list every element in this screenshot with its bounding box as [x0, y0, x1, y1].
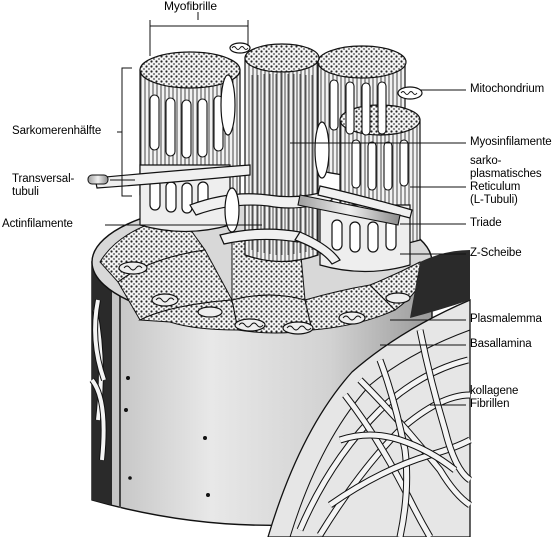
label-transversal-line1: Transversal- [12, 173, 75, 185]
label-kollagene-fibrillen: kollagene Fibrillen [470, 385, 518, 411]
reticulum-network [94, 164, 413, 265]
mitochondria [220, 42, 423, 233]
label-basallamina: Basallamina [470, 338, 532, 350]
label-sarko-line1: sarko- [470, 155, 502, 167]
leader-lines [105, 12, 466, 406]
triade-tube [87, 174, 401, 226]
label-sarko-line3: Reticulum [470, 181, 521, 193]
label-myofibrille: Myofibrille [164, 0, 217, 13]
label-sarko-line2: plasmatisches [470, 168, 542, 180]
label-sarkoplasmatisches-reticulum: sarko- plasmatisches Reticulum (L-Tubuli… [470, 155, 542, 207]
label-kollagene-line1: kollagene [470, 385, 519, 397]
label-transversal-tubuli: Transversal- tubuli [12, 173, 74, 199]
label-kollagene-line2: Fibrillen [470, 398, 510, 410]
label-plasmalemma: Plasmalemma [470, 313, 542, 325]
label-myosinfilamente: Myosinfilamente [470, 136, 552, 148]
label-actinfilamente: Actinfilamente [2, 218, 73, 230]
label-sarko-line4: (L-Tubuli) [470, 194, 518, 206]
label-transversal-line2: tubuli [12, 186, 39, 198]
collagen-fibrils [89, 299, 473, 537]
label-triade: Triade [470, 217, 502, 229]
label-z-scheibe: Z-Scheibe [470, 247, 522, 259]
label-mitochondrium: Mitochondrium [470, 83, 545, 95]
label-sarkomerenhaelfte: Sarkomerenhälfte [12, 125, 102, 137]
